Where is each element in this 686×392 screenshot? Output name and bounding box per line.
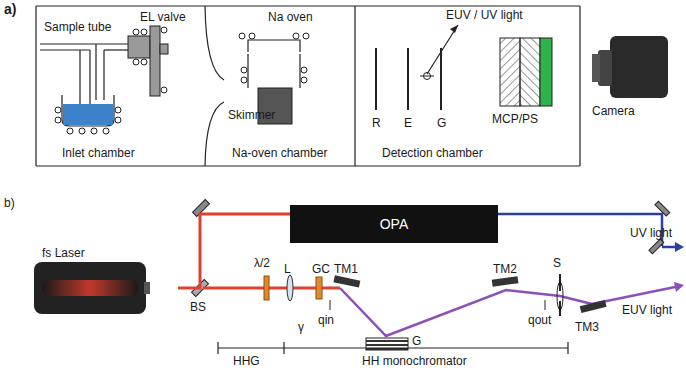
optic-label: λ/2 — [254, 256, 270, 270]
optic-label: TM3 — [575, 320, 599, 334]
optic-label: L — [284, 262, 291, 276]
part-label: Sample tube — [44, 20, 111, 34]
panel-label: b) — [4, 196, 15, 210]
beam-label: EUV / UV light — [446, 8, 523, 22]
optic-label: S — [553, 256, 561, 270]
section-label: HH monochromator — [362, 354, 467, 368]
beam-label: EUV light — [622, 303, 672, 317]
part-label: EL valve — [140, 10, 186, 24]
parameter-label: qout — [528, 313, 551, 327]
part-label: Na oven — [268, 10, 313, 24]
optic-label: BS — [190, 300, 206, 314]
region-label: Inlet chamber — [62, 146, 135, 160]
electrode-label: G — [437, 116, 446, 130]
electrode-label: E — [404, 116, 412, 130]
region-label: Na-oven chamber — [232, 146, 327, 160]
optic-label: TM2 — [493, 262, 517, 276]
node-text: fs Laser — [32, 246, 178, 260]
angle-label: γ — [298, 320, 304, 334]
beam-label: UV light — [630, 226, 672, 240]
parameter-label: qin — [318, 313, 334, 327]
laser-source: fs Laser — [32, 246, 178, 318]
node-text: OPA — [380, 216, 409, 232]
electrode-label: R — [372, 116, 381, 130]
part-label: MCP/PS — [492, 112, 538, 126]
optic-label: G — [412, 334, 421, 348]
opa-box: OPA — [290, 205, 498, 243]
part-label: Skimmer — [228, 108, 275, 122]
optic-label: GC — [312, 262, 330, 276]
section-label: HHG — [233, 354, 260, 368]
optic-label: TM1 — [334, 262, 358, 276]
panel-label: a) — [4, 2, 16, 16]
part-label: Camera — [592, 104, 635, 118]
laser-beam — [178, 214, 290, 288]
region-label: Detection chamber — [382, 146, 483, 160]
laser-body — [32, 260, 150, 318]
